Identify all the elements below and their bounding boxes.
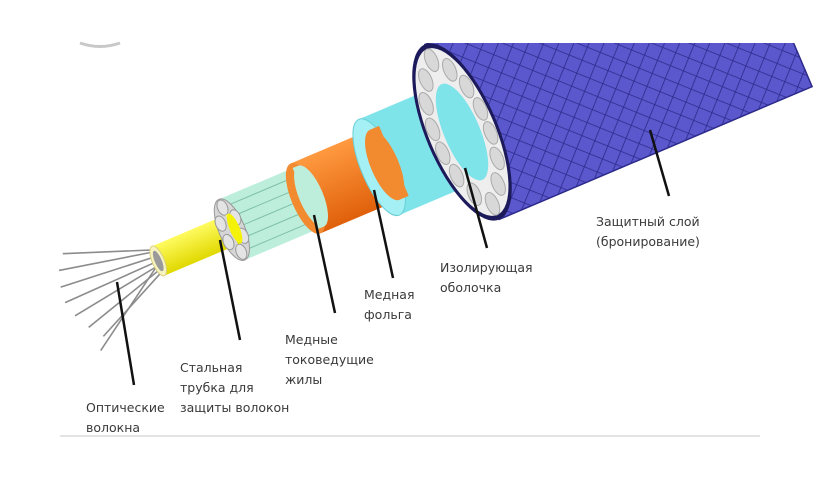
leader-tube: [218, 239, 242, 341]
label-armor: Защитный слой(бронирование): [596, 214, 700, 249]
leader-fibers: [115, 281, 136, 386]
leader-insulation: [463, 167, 489, 249]
leader-conductors: [312, 214, 337, 314]
copper-conductors: [213, 166, 324, 261]
armor-layer: [412, 43, 814, 221]
leader-armor: [648, 129, 671, 197]
leader-foil: [372, 189, 395, 279]
optical-fibers: [58, 249, 164, 351]
cutoff-shape: [79, 41, 121, 48]
